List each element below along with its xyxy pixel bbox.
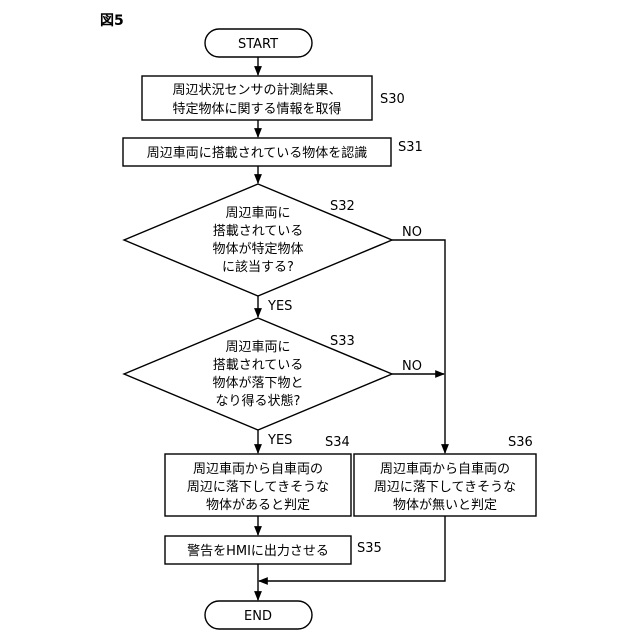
s32-no-label: NO [402,225,422,240]
step-s33-line-1: 周辺車両に [225,340,290,355]
start-terminal: START [205,29,312,57]
step-s36-box: 周辺車両から自車両の 周辺に落下してきそうな 物体が無いと判定 [354,454,536,516]
step-s34-line-1: 周辺車両から自車両の [193,462,323,477]
step-s35-id: S35 [357,541,382,556]
step-s32-id: S32 [330,199,355,214]
step-s30-box: 周辺状況センサの計測結果、 特定物体に関する情報を取得 [142,76,372,120]
step-s34-line-2: 周辺に落下してきそうな [187,480,329,495]
end-terminal: END [205,601,312,629]
step-s34-box: 周辺車両から自車両の 周辺に落下してきそうな 物体があると判定 [165,454,351,516]
step-s35-box: 警告をHMIに出力させる [165,536,351,564]
step-s34-line-3: 物体があると判定 [206,498,310,513]
s33-yes-label: YES [267,433,292,448]
step-s36-line-1: 周辺車両から自車両の [380,462,510,477]
step-s33-line-4: なり得る状態? [216,393,301,409]
step-s32-line-2: 搭載されている [213,223,304,239]
arrow-s32-no-to-s36 [392,240,445,453]
step-s33-line-2: 搭載されている [213,357,304,373]
step-s31-id: S31 [398,140,423,155]
step-s32-line-1: 周辺車両に [225,206,290,221]
step-s31-box: 周辺車両に搭載されている物体を認識 [123,138,391,166]
step-s30-line-2: 特定物体に関する情報を取得 [172,101,341,117]
s33-no-label: NO [402,359,422,374]
step-s36-line-3: 物体が無いと判定 [393,498,497,513]
step-s35-line-1: 警告をHMIに出力させる [187,543,329,559]
figure-label: 図5 [100,13,124,29]
step-s32-line-3: 物体が特定物体 [212,242,303,257]
end-label: END [244,609,272,624]
step-s34-id: S34 [325,435,350,450]
step-s33-line-3: 物体が落下物と [212,376,303,391]
step-s30-line-1: 周辺状況センサの計測結果、 [172,82,341,98]
step-s36-id: S36 [508,435,533,450]
step-s32-line-4: に該当する? [222,259,294,275]
step-s30-id: S30 [380,92,405,107]
start-label: START [238,37,278,52]
step-s36-line-2: 周辺に落下してきそうな [374,480,516,495]
s32-yes-label: YES [267,299,292,314]
step-s31-line-1: 周辺車両に搭載されている物体を認識 [147,145,368,161]
step-s33-id: S33 [330,334,355,349]
